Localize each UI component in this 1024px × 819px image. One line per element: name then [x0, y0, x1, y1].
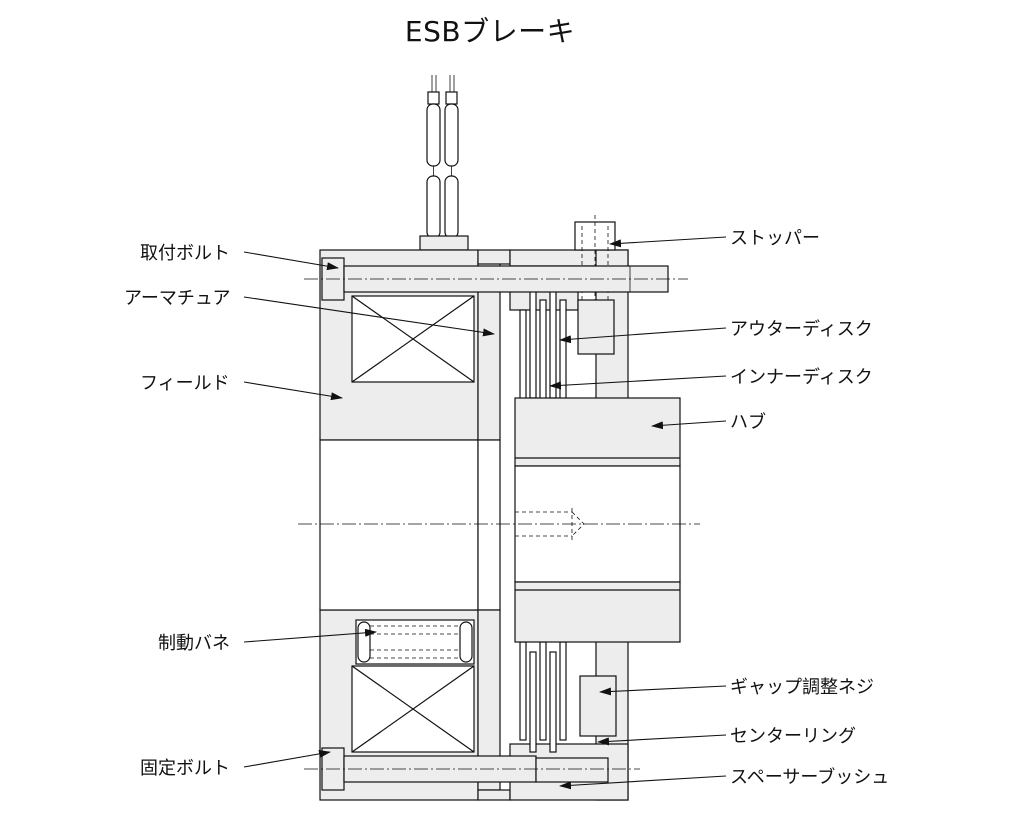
label-mounting-bolt: 取付ボルト — [140, 243, 230, 264]
label-stopper: ストッパー — [730, 228, 820, 249]
friction-discs — [519, 289, 567, 753]
label-spacer-bush: スペーサーブッシュ — [730, 766, 889, 788]
label-fixing-bolt: 固定ボルト — [140, 758, 230, 779]
label-outer-disc: アウターディスク — [730, 319, 873, 340]
label-armature: アーマチュア — [124, 288, 231, 309]
armature-plate — [477, 249, 511, 801]
label-center-ring: センターリング — [730, 726, 856, 747]
hub — [514, 397, 681, 643]
brake-spring — [355, 619, 475, 665]
leader-lines — [243, 236, 727, 790]
label-gap-adjust-screw: ギャップ調整ネジ — [730, 677, 874, 698]
label-inner-disc: インナーディスク — [730, 367, 873, 388]
field-body — [319, 249, 479, 801]
lead-wires — [419, 75, 469, 251]
label-brake-spring: 制動バネ — [158, 633, 230, 654]
diagram-title: ESBブレーキ — [404, 15, 576, 48]
fixing-bolt — [304, 747, 640, 791]
label-hub: ハブ — [730, 411, 766, 433]
label-field: フィールド — [140, 373, 230, 394]
